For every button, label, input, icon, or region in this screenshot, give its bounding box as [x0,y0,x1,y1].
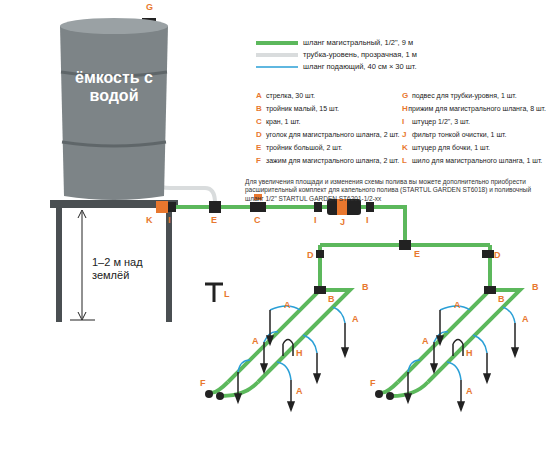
part-description: подвес для трубки-уровня, 1 шт. [412,92,517,100]
legend-line-sample [256,39,298,47]
part-letter: L [402,156,407,165]
part-description: штуцер 1/2", 3 шт. [412,118,470,126]
callout-letter: B [532,282,539,292]
part-description: фильтр тонкой очистки, 1 шт. [412,131,506,139]
callout-letter: E [211,215,217,225]
callout-letter: C [254,215,261,225]
part-description: зажим для магистрального шланга, 2 шт. [266,157,399,165]
callout-letter: B [328,294,335,304]
callout-letter: I [168,215,171,225]
part-description: тройник большой, 2 шт. [266,144,342,152]
part-description: тройник малый, 15 шт. [266,105,339,113]
legend-entry: шланг магистральный, 1/2", 9 м [256,38,413,47]
legend-text: трубка-уровень, прозрачная, 1 м [303,50,417,59]
part-letter: I [402,117,404,126]
callout-letter: A [296,386,303,396]
part-letter: K [402,143,408,152]
part-letter: J [402,130,406,139]
part-description: уголок для магистрального шланга, 2 шт. [266,131,399,139]
barrel-label: ёмкость с водой [66,69,162,106]
part-description: штуцер для бочки, 1 шт. [412,144,490,152]
part-letter: B [256,104,262,113]
part-letter: E [256,143,261,152]
callout-letter: E [414,249,420,259]
callout-letter: F [200,378,206,388]
legend-entry: шланг подающий, 40 см × 30 шт. [256,62,417,71]
callout-letter: A [422,336,429,346]
part-description: прижим для магистрального шланга, 8 шт. [408,105,546,113]
callout-letter: B [362,282,369,292]
callout-letter: L [224,289,230,299]
callout-letter: G [146,2,153,12]
barrel-outline [52,12,176,202]
callout-letter: D [494,250,501,260]
callout-letter: I [314,215,317,225]
callout-letter: B [498,294,505,304]
legend-line-sample [256,63,298,71]
part-letter: C [256,117,262,126]
part-description: стрелка, 30 шт. [266,92,315,100]
water-barrel: ёмкость с водой [52,12,176,202]
legend-text: шланг подающий, 40 см × 30 шт. [303,62,417,71]
legend-entry: трубка-уровень, прозрачная, 1 м [256,50,417,59]
callout-letter: H [466,348,473,358]
part-letter: H [402,104,408,113]
callout-letter: K [146,215,153,225]
part-letter: F [256,156,261,165]
height-dimension: 1–2 м над землёй [92,256,154,281]
callout-letter: A [352,314,359,324]
callout-letter: A [284,300,291,310]
callout-letter: A [466,386,473,396]
callout-letter: A [454,300,461,310]
callout-letter: H [296,348,303,358]
callout-letter: A [252,336,259,346]
note-text: Для увеличения площади и изменения схемы… [245,178,545,203]
legend-line-sample [256,51,298,59]
callout-letter: I [366,215,369,225]
legend-text: шланг магистральный, 1/2", 9 м [303,38,413,47]
callout-letter: D [307,250,314,260]
callout-letter: J [340,217,345,227]
part-letter: A [256,91,262,100]
callout-letter: F [370,378,376,388]
part-description: кран, 1 шт. [266,118,300,126]
part-letter: G [402,91,408,100]
part-description: шило для магистрального шланга, 1 шт. [412,157,542,165]
callout-letter: A [522,314,529,324]
part-letter: D [256,130,262,139]
